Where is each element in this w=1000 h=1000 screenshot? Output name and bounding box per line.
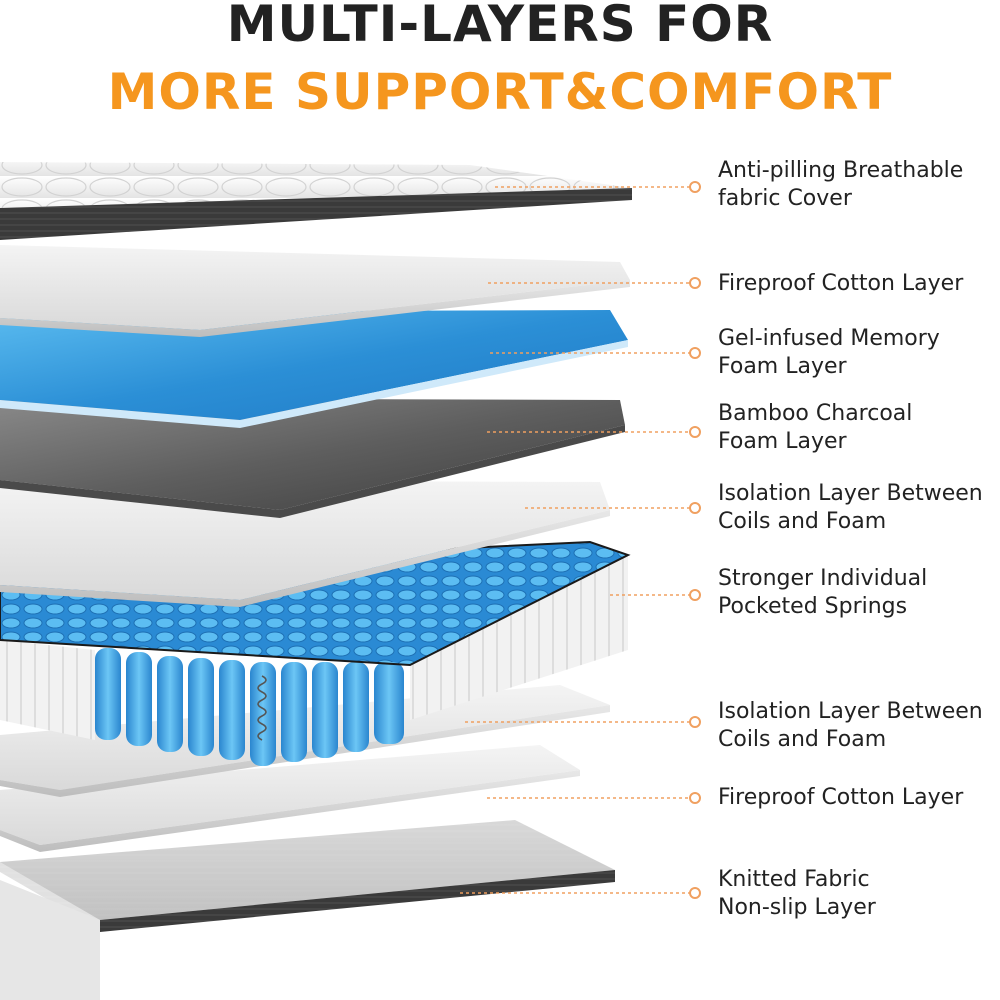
label-isolation-2: Isolation Layer Between Coils and Foam [718, 699, 983, 752]
leader-marker-base [689, 887, 701, 899]
label-gel-memory-foam: Gel-infused Memory Foam Layer [718, 326, 940, 379]
cover-quilted-top [0, 162, 632, 208]
label-cover: Anti-pilling Breathable fabric Cover [718, 158, 964, 211]
layer-fireproof-cotton-2 [0, 745, 580, 852]
springs-right-side [410, 555, 628, 720]
leader-marker-iso1 [689, 502, 701, 514]
label-knitted-base: Knitted Fabric Non-slip Layer [718, 867, 876, 920]
layer-isolation-1 [0, 480, 610, 607]
springs-left-side [0, 640, 95, 740]
label-bamboo-charcoal: Bamboo Charcoal Foam Layer [718, 401, 913, 454]
layer-knitted-base-edge [100, 870, 615, 932]
headline-line-2: MORE SUPPORT&COMFORT [107, 63, 893, 121]
leader-marker-cotton1 [689, 277, 701, 289]
leader-marker-cover [689, 181, 701, 193]
layer-gel-memory-foam [0, 310, 628, 428]
cover-side-band [0, 188, 632, 240]
leader-marker-gel [689, 347, 701, 359]
springs-cutaway [95, 648, 404, 766]
leader-lines [460, 181, 701, 899]
leader-marker-iso2 [689, 716, 701, 728]
label-pocketed-springs: Stronger Individual Pocketed Springs [718, 566, 928, 619]
layer-bamboo-charcoal [0, 398, 625, 518]
leader-marker-springs [689, 589, 701, 601]
layer-fireproof-cotton-1 [0, 245, 630, 337]
label-fireproof-cotton-2: Fireproof Cotton Layer [718, 785, 964, 810]
label-fireproof-cotton-1: Fireproof Cotton Layer [718, 271, 964, 296]
headline-line-1: MULTI-LAYERS FOR [226, 0, 774, 53]
label-isolation-1: Isolation Layer Between Coils and Foam [718, 481, 983, 534]
layer-knitted-base [0, 820, 615, 1000]
layer-pocketed-springs [0, 540, 631, 766]
leader-marker-charcoal [689, 426, 701, 438]
leader-marker-cotton2 [689, 792, 701, 804]
layer-fabric-cover [0, 162, 632, 240]
